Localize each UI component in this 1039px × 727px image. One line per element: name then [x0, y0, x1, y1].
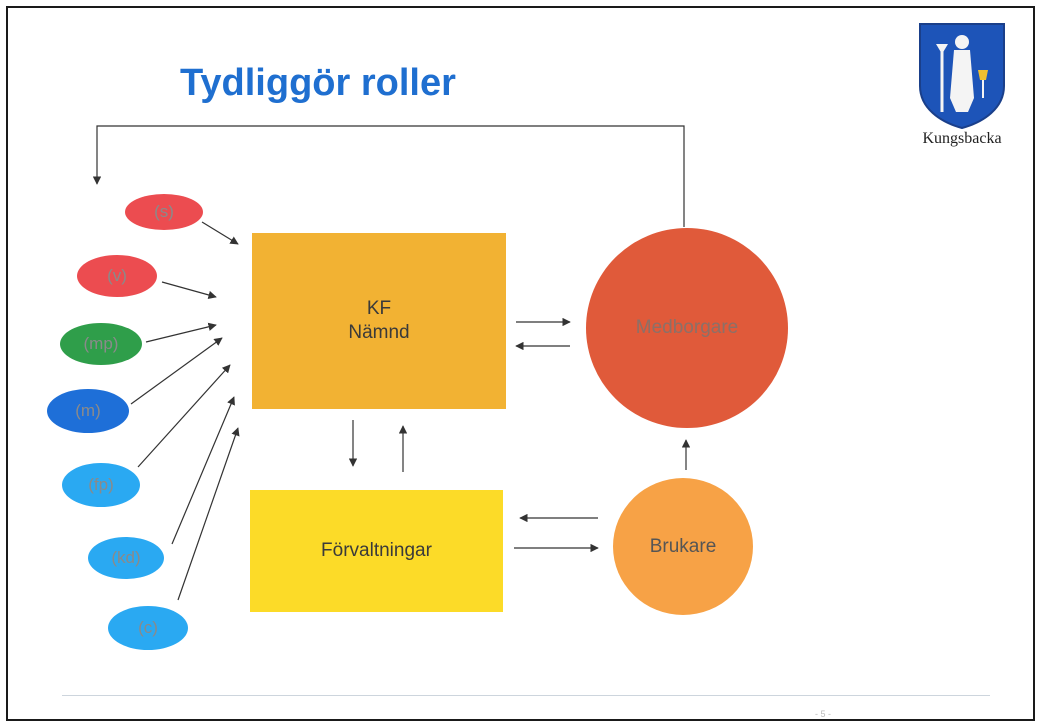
- party-fp: (fp): [62, 463, 140, 507]
- party-arrow-kd: [171, 396, 235, 545]
- party-arrow-m: [130, 337, 223, 405]
- party-label: (mp): [83, 334, 119, 353]
- party-label: (v): [107, 266, 127, 285]
- party-arrow-v: [161, 281, 217, 300]
- forvaltningar-label: Förvaltningar: [321, 540, 432, 561]
- brukare-label: Brukare: [649, 535, 717, 557]
- party-arrow-fp: [137, 364, 231, 468]
- footer-divider: [62, 695, 990, 696]
- party-v: (v): [77, 255, 157, 297]
- logo-text: Kungsbacka: [922, 130, 1002, 147]
- party-label: (s): [154, 202, 174, 221]
- feedback-loop-arrow: [92, 125, 685, 227]
- party-arrow-c: [177, 427, 240, 601]
- kf-label: KF: [366, 298, 392, 319]
- party-kd: (kd): [88, 537, 164, 579]
- forvaltningar-box: Förvaltningar: [250, 490, 503, 612]
- party-arrow-s: [201, 221, 239, 245]
- kungsbacka-coat-of-arms-logo: [919, 23, 1005, 130]
- party-arrow-mp: [145, 322, 217, 343]
- party-mp: (mp): [60, 323, 142, 365]
- page-number: - 5 -: [815, 709, 832, 719]
- party-m: (m): [47, 389, 129, 433]
- namnd-label: Nämnd: [348, 322, 410, 343]
- medborgare-circle: Medborgare: [586, 228, 788, 428]
- kf-namnd-box: KF Nämnd: [252, 233, 506, 409]
- party-s: (s): [125, 194, 203, 230]
- slide-title: Tydliggör roller: [180, 62, 456, 104]
- slide-frame: [6, 6, 1035, 721]
- brukare-circle: Brukare: [613, 478, 753, 615]
- medborgare-label: Medborgare: [635, 317, 739, 338]
- party-label: (c): [138, 618, 158, 637]
- party-label: (kd): [111, 548, 141, 567]
- party-label: (m): [75, 401, 101, 420]
- party-label: (fp): [88, 475, 114, 494]
- party-c: (c): [108, 606, 188, 650]
